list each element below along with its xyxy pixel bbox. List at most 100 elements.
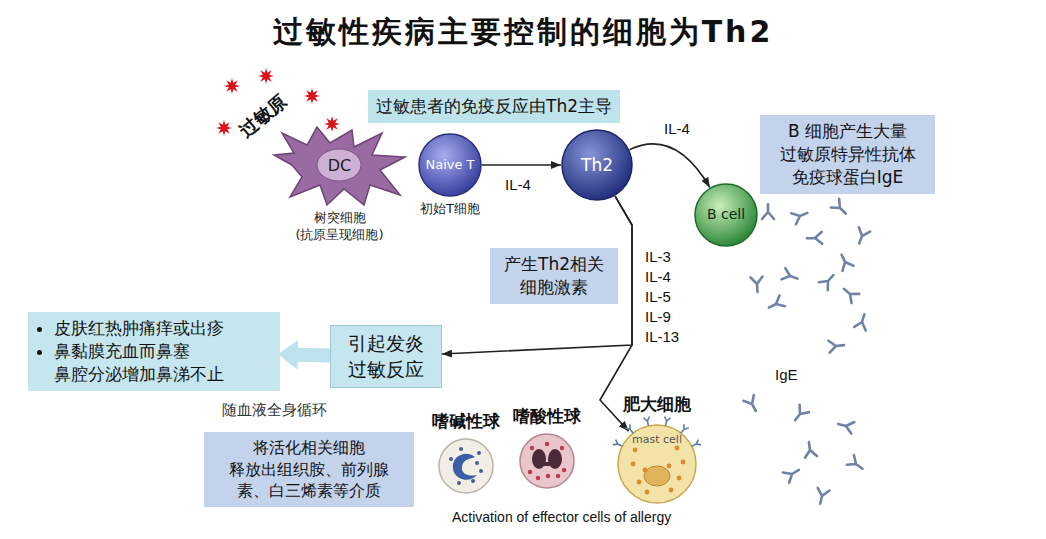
illustration-part: [536, 476, 540, 480]
note-box: 产生Th2相关 细胞激素: [490, 248, 618, 304]
illustration-part: [562, 468, 566, 472]
illustration-part: [645, 490, 650, 495]
box-text: 产生Th2相关 细胞激素: [498, 253, 610, 299]
ige-antibody: [762, 204, 774, 219]
ige-antibody: [781, 268, 799, 284]
cell-label: DC: [328, 157, 352, 175]
illustration-part: [667, 464, 672, 469]
b-cell: B cell: [694, 183, 758, 247]
ige-antibody: [783, 465, 802, 483]
allergen-particle: [216, 120, 232, 136]
ige-antibody: [751, 277, 764, 293]
dendritic-cell: DC树突细胞 (抗原呈现细胞): [272, 125, 407, 207]
illustration-part: [677, 476, 682, 481]
illustration-part: [690, 440, 701, 449]
allergen-particle: [216, 120, 232, 136]
text-label: Activation of effector cells of allergy: [452, 509, 671, 525]
box-text: 将活化相关细胞 释放出组织胺、前列腺 素、白三烯素等介质: [212, 437, 406, 502]
illustration-part: [479, 469, 483, 473]
ige-antibody: [791, 207, 809, 224]
title: 过敏性疾病主要控制的细胞为Th2: [0, 12, 1046, 53]
cell-heading: 树突细胞 (抗原呈现细胞): [290, 210, 390, 244]
ige-antibody: [840, 284, 859, 303]
symptom-box: 皮肤红热肿痛痒或出疹鼻黏膜充血而鼻塞 鼻腔分泌增加鼻涕不止: [28, 312, 280, 391]
allergen-particle: [304, 88, 320, 104]
illustration-part: [637, 480, 642, 485]
allergen-particle: [258, 68, 274, 84]
basophil: 嗜碱性球: [437, 437, 495, 495]
ige-antibody: [819, 271, 838, 290]
illustration-part: [681, 460, 686, 465]
cell-body: mast cell: [615, 420, 699, 504]
cell-heading: 初始T细胞: [420, 200, 480, 218]
ige-antibody: [803, 441, 817, 458]
ige-antibody: [766, 295, 785, 313]
illustration-part: [631, 462, 636, 467]
bullet-list: 皮肤红热肿痛痒或出疹鼻黏膜充血而鼻塞 鼻腔分泌增加鼻涕不止: [36, 317, 272, 386]
illustration-part: [663, 416, 671, 426]
illustration-part: [274, 127, 405, 205]
illustration-part: [644, 466, 670, 486]
text-label: IL-9: [645, 308, 671, 325]
illustration-part: [317, 149, 361, 181]
illustration-part: [633, 448, 638, 453]
illustration-part: [477, 451, 481, 455]
text-label: IL-4: [645, 268, 671, 285]
cell-heading: 肥大细胞: [623, 393, 691, 416]
text-label: IL-13: [645, 328, 679, 345]
illustration-part: [675, 446, 680, 451]
cell-outline: [518, 432, 576, 490]
note-box: 将活化相关细胞 释放出组织胺、前列腺 素、白三烯素等介质: [204, 432, 414, 507]
illustration-part: [669, 488, 674, 493]
illustration-part: [546, 474, 550, 478]
illustration-part: [528, 470, 532, 474]
arrow: [630, 144, 710, 188]
illustration-part: [471, 479, 475, 483]
text-label: IL-3: [645, 248, 671, 265]
illustration-part: [520, 434, 574, 488]
cell-outline: [615, 420, 699, 504]
ige-antibody: [847, 455, 866, 474]
cell-label: B cell: [707, 207, 745, 222]
note-box: 过敏患者的免疫反应由Th2主导: [368, 90, 620, 123]
allergen-particle: [324, 116, 340, 132]
illustration-part: [695, 184, 757, 246]
eosinophil: 嗜酸性球: [518, 432, 576, 490]
cell-outline: [437, 437, 495, 495]
illustration-part: [613, 440, 624, 449]
ige-antibody: [807, 232, 822, 245]
box-text: B 细胞产生大量 过敏原特异性抗体 免疫球蛋白IgE: [768, 120, 927, 189]
cell-heading: 嗜碱性球: [432, 410, 500, 433]
ige-antibody: [814, 488, 829, 505]
illustration-part: [545, 442, 549, 446]
allergen-particle: [304, 88, 320, 104]
cell-body: B cell: [694, 183, 758, 247]
bullet-item: 皮肤红热肿痛痒或出疹: [54, 317, 272, 340]
allergen-particle: [224, 78, 240, 94]
cell-body: Naive T: [418, 133, 482, 197]
illustration-part: [548, 449, 562, 469]
text-label: 随血液全身循环: [222, 401, 327, 420]
text-label: IgE: [775, 366, 798, 383]
cell-body: [518, 432, 576, 490]
illustration-part: [419, 134, 481, 196]
ige-antibody: [790, 405, 809, 424]
ige-antibody: [854, 227, 871, 245]
th2-cell: Th2: [561, 129, 633, 201]
illustration-part: [544, 462, 550, 466]
illustration-part: [643, 468, 648, 473]
text-label: IL-5: [645, 288, 671, 305]
illustration-part: [530, 446, 534, 450]
ige-antibody: [836, 252, 853, 271]
allergen-particle: [258, 68, 274, 84]
cell-body: DC: [272, 125, 407, 207]
note-box: B 细胞产生大量 过敏原特异性抗体 免疫球蛋白IgE: [760, 115, 935, 194]
illustration-part: [644, 416, 652, 426]
illustration-part: [449, 457, 453, 461]
illustration-part: [439, 439, 493, 493]
illustration-part: [556, 474, 560, 478]
naive-t-cell: Naive T初始T细胞: [418, 133, 482, 197]
illustration-part: [457, 481, 461, 485]
ige-antibody: [828, 339, 844, 353]
illustration-part: [562, 130, 632, 200]
